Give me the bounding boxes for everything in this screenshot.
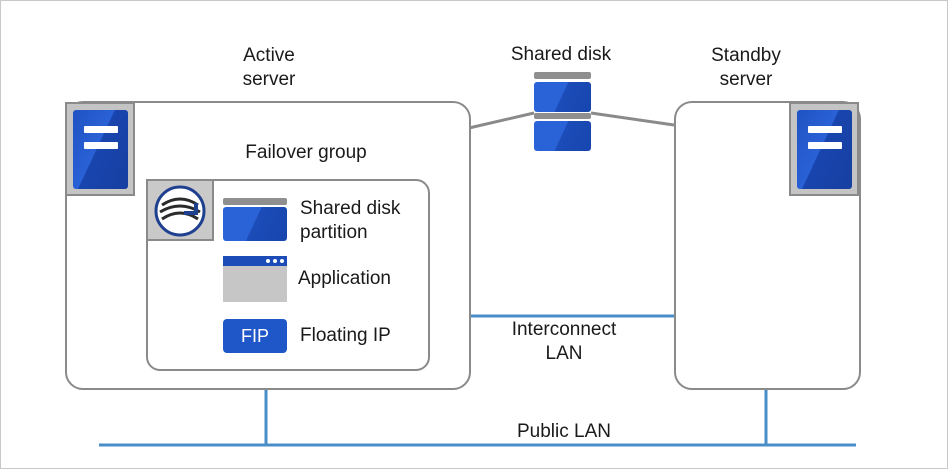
- shared-disk-cap-mid: [534, 113, 591, 119]
- interconnect-lan-label: Interconnect LAN: [494, 318, 634, 366]
- partition-disk-cap: [223, 198, 287, 205]
- application-window-icon: [223, 256, 287, 302]
- disk-link-standby: [590, 111, 675, 127]
- failover-group-label: Failover group: [226, 141, 386, 165]
- floating-ip-label-text: Floating IP: [300, 325, 391, 346]
- app-dot: [273, 259, 277, 263]
- standby-server-label-text: Standby server: [711, 45, 781, 90]
- server-body: [73, 110, 128, 189]
- shared-disk-icon-lower: [534, 121, 591, 151]
- app-titlebar: [223, 256, 287, 266]
- standby-server-label: Standby server: [696, 44, 796, 92]
- failover-group-label-text: Failover group: [245, 142, 367, 163]
- server-bar: [808, 126, 842, 133]
- shared-disk-label: Shared disk: [491, 43, 631, 67]
- shared-disk-partition-label: Shared disk partition: [300, 197, 400, 245]
- cluster-logo-icon: [146, 179, 214, 241]
- shared-disk-partition-label-text: Shared disk partition: [300, 198, 401, 243]
- active-server-icon: [65, 102, 135, 196]
- fip-badge: FIP: [223, 319, 287, 353]
- floating-ip-label: Floating IP: [300, 324, 391, 348]
- disk-link-active: [468, 111, 535, 130]
- standby-server-icon: [789, 102, 859, 196]
- cluster-logo-graphic: [154, 185, 206, 237]
- server-bar: [808, 142, 842, 149]
- server-body: [797, 110, 852, 189]
- shared-disk-label-text: Shared disk: [510, 44, 612, 65]
- public-lan-label: Public LAN: [494, 420, 634, 444]
- shared-disk-icon: [534, 82, 591, 112]
- active-server-label: Active server: [219, 44, 319, 92]
- interconnect-lan-label-text: Interconnect LAN: [511, 319, 617, 364]
- failover-group-box: [146, 179, 430, 371]
- partition-disk-icon: [223, 207, 287, 241]
- app-dot: [266, 259, 270, 263]
- server-bar: [84, 126, 118, 133]
- app-dot: [280, 259, 284, 263]
- fip-badge-text: FIP: [240, 326, 269, 346]
- server-bar: [84, 142, 118, 149]
- shared-disk-cap-top: [534, 72, 591, 79]
- application-label: Application: [298, 267, 391, 291]
- application-label-text: Application: [298, 268, 391, 289]
- public-lan-label-text: Public LAN: [517, 421, 611, 442]
- active-server-label-text: Active server: [242, 45, 296, 90]
